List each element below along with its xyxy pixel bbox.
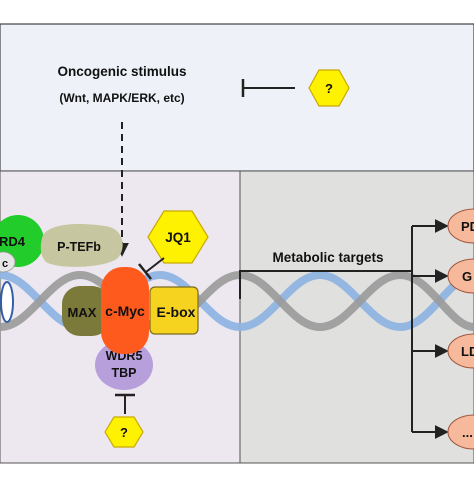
unknown-label-bottom: ? [120,425,128,440]
jq1-inhibition-line [145,257,165,273]
ptefb-label: P-TEFb [57,240,101,254]
max-node [62,286,110,336]
metabolic-targets-label: Metabolic targets [272,250,383,265]
brd4-node [0,215,44,267]
ebox-node [149,286,199,335]
targets-panel [239,170,474,464]
ptefb-node [40,224,123,267]
jq1-label: JQ1 [165,230,191,245]
target-node-3 [447,333,474,369]
jq1-hexagon [147,210,209,264]
cmyc-node [101,267,149,354]
stimulus-subtitle: (Wnt, MAPK/ERK, etc) [59,91,184,105]
target-node-4 [447,414,474,450]
target-label-4: ... [462,425,473,440]
top-panel [0,23,474,172]
unknown-label-top: ? [325,81,333,96]
target-node-2 [447,258,474,294]
target-label-1: PD [461,219,474,234]
target-label-3: LD [461,344,474,359]
dna-end-cap [0,281,14,323]
brd4-partner-node [0,251,16,273]
ebox-label: E-box [157,304,196,320]
target-node-1 [447,208,474,244]
brd4-label: RD4 [0,234,26,249]
tbp-label: TBP [112,366,137,380]
target-label-2: G [462,269,472,284]
brd4-partner-label: c [2,258,8,270]
stimulus-title: Oncogenic stimulus [57,64,186,79]
unknown-hexagon-top [308,69,350,107]
max-label: MAX [68,305,97,320]
wdr5-tbp-node [95,340,153,390]
cmyc-label: c-Myc [105,303,145,319]
unknown-hexagon-bottom [104,416,144,448]
jq1-inhibition-bar [138,263,152,280]
